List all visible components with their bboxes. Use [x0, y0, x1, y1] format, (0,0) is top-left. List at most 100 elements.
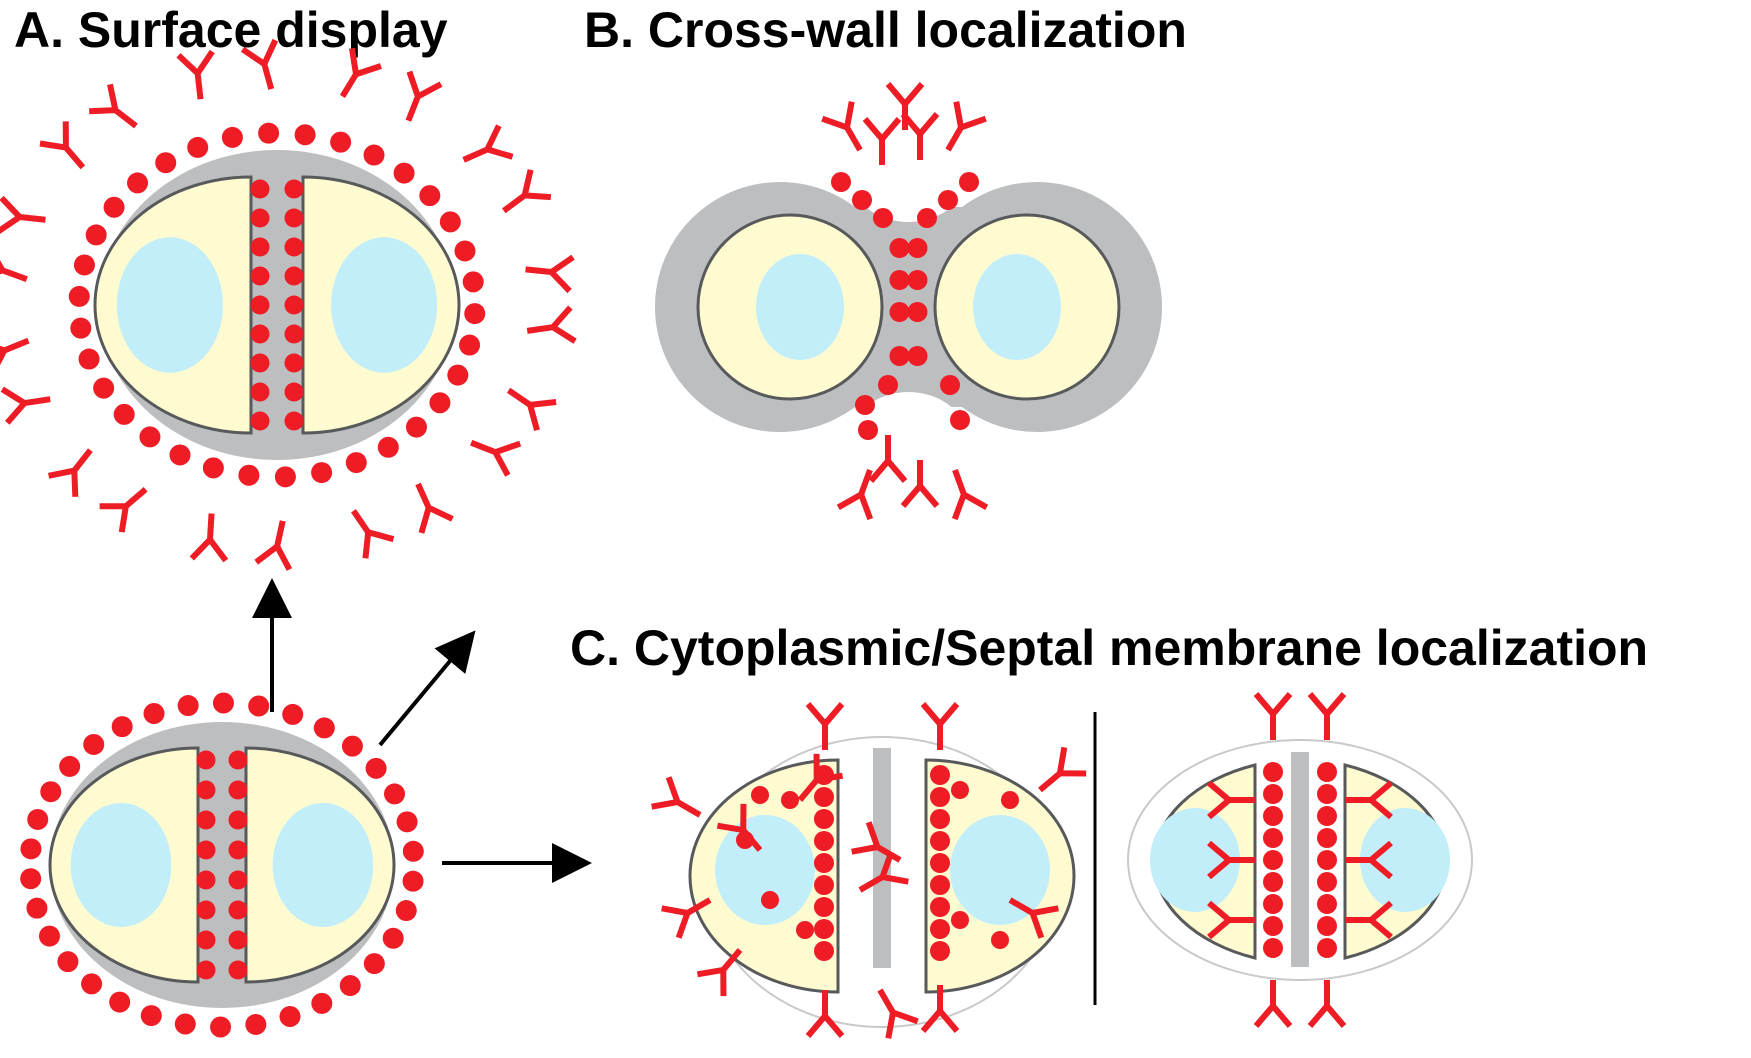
protein-dot-icon	[459, 334, 481, 356]
protein-dot-icon	[1317, 806, 1337, 826]
protein-dot-icon	[1317, 850, 1337, 870]
protein-dot-icon	[139, 426, 161, 448]
protein-dot-icon	[858, 420, 878, 440]
protein-dot-icon	[313, 717, 335, 739]
protein-dot-icon	[196, 780, 216, 800]
antibody-icon	[1253, 692, 1293, 740]
antibody-icon	[339, 47, 382, 98]
protein-dot-icon	[814, 853, 834, 873]
protein-dot-icon	[405, 416, 427, 438]
protein-dot-icon	[1263, 828, 1283, 848]
nucleoid-right	[1360, 808, 1450, 912]
nucleoid-right	[973, 254, 1061, 360]
protein-dot-icon	[284, 266, 304, 286]
protein-dot-icon	[464, 303, 486, 325]
antibody-icon	[0, 337, 30, 376]
notch-bottom	[848, 392, 969, 492]
protein-dot-icon	[228, 900, 248, 920]
protein-dot-icon	[85, 224, 107, 246]
protein-dot-icon	[113, 403, 135, 425]
antibody-icon	[1345, 780, 1393, 820]
protein-dot-icon	[382, 927, 404, 949]
protein-dot-icon	[814, 941, 834, 961]
protein-dot-icon	[855, 395, 875, 415]
protein-dot-icon	[40, 781, 62, 803]
protein-dot-icon	[109, 991, 131, 1013]
panel-a-surface-display	[0, 38, 577, 571]
protein-dot-icon	[873, 208, 893, 228]
protein-dot-icon	[250, 295, 270, 315]
antibody-icon	[47, 448, 93, 497]
antibody-icon	[176, 49, 215, 100]
septum	[1291, 752, 1309, 967]
protein-dot-icon	[1317, 894, 1337, 914]
protein-dot-icon	[196, 750, 216, 770]
protein-dot-icon	[228, 930, 248, 950]
protein-dot-icon	[196, 930, 216, 950]
protein-dot-icon	[940, 375, 960, 395]
protein-dot-icon	[248, 695, 270, 717]
antibody-icon	[526, 305, 577, 344]
protein-dot-icon	[761, 891, 779, 909]
protein-dot-icon	[59, 755, 81, 777]
antibody-icon	[0, 195, 46, 235]
antibody-icon	[0, 246, 28, 283]
antibody-icon	[39, 121, 86, 170]
protein-dot-icon	[78, 348, 100, 370]
panel-b-title: B. Cross-wall localization	[584, 2, 1187, 58]
protein-dot-icon	[889, 302, 910, 322]
protein-dot-icon	[284, 295, 304, 315]
antibody-icon	[885, 82, 925, 130]
protein-dot-icon	[1263, 916, 1283, 936]
antibody-icon	[821, 101, 863, 152]
protein-dot-icon	[363, 144, 385, 166]
protein-dot-icon	[196, 900, 216, 920]
protein-dot-icon	[1263, 762, 1283, 782]
septum	[873, 748, 891, 968]
protein-dot-icon	[930, 809, 950, 829]
protein-dot-icon	[831, 172, 851, 192]
protein-dot-icon	[878, 375, 898, 395]
antibody-icon	[951, 468, 989, 521]
protein-dot-icon	[245, 1013, 267, 1035]
antibody-icon	[506, 387, 557, 431]
protein-dot-icon	[127, 172, 149, 194]
protein-dot-icon	[814, 831, 834, 851]
protein-dot-icon	[991, 931, 1009, 949]
protein-dot-icon	[250, 208, 270, 228]
protein-dot-icon	[814, 919, 834, 939]
protein-dot-icon	[279, 1006, 301, 1028]
antibody-icon	[797, 753, 844, 802]
protein-dot-icon	[852, 190, 872, 210]
antibody-icon	[240, 38, 279, 90]
protein-dot-icon	[1263, 784, 1283, 804]
antibody-icon	[1345, 900, 1393, 940]
protein-dot-icon	[250, 266, 270, 286]
protein-dot-icon	[174, 1013, 196, 1035]
antibody-icon	[470, 439, 522, 477]
protein-dot-icon	[228, 780, 248, 800]
antibody-icon	[89, 83, 138, 129]
nucleoid-right	[331, 237, 438, 373]
antibody-icon	[661, 897, 712, 939]
protein-dot-icon	[959, 172, 979, 192]
nucleoid-right	[272, 802, 374, 928]
protein-dot-icon	[250, 353, 270, 373]
protein-dot-icon	[284, 179, 304, 199]
protein-dot-icon	[419, 185, 441, 207]
protein-dot-icon	[814, 897, 834, 917]
protein-dot-icon	[1263, 894, 1283, 914]
antibody-icon	[836, 468, 874, 521]
protein-dot-icon	[221, 126, 243, 148]
protein-dot-icon	[393, 162, 415, 184]
protein-dot-icon	[83, 733, 105, 755]
panel-c-title: C. Cytoplasmic/Septal membrane localizat…	[570, 620, 1648, 676]
protein-dot-icon	[1263, 806, 1283, 826]
protein-dot-icon	[20, 868, 42, 890]
protein-dot-icon	[81, 973, 103, 995]
protein-dot-icon	[250, 237, 270, 257]
protein-dot-icon	[889, 238, 910, 258]
protein-dot-icon	[250, 179, 270, 199]
panel-a-title: A. Surface display	[14, 2, 448, 58]
nucleoid-left	[715, 815, 815, 925]
